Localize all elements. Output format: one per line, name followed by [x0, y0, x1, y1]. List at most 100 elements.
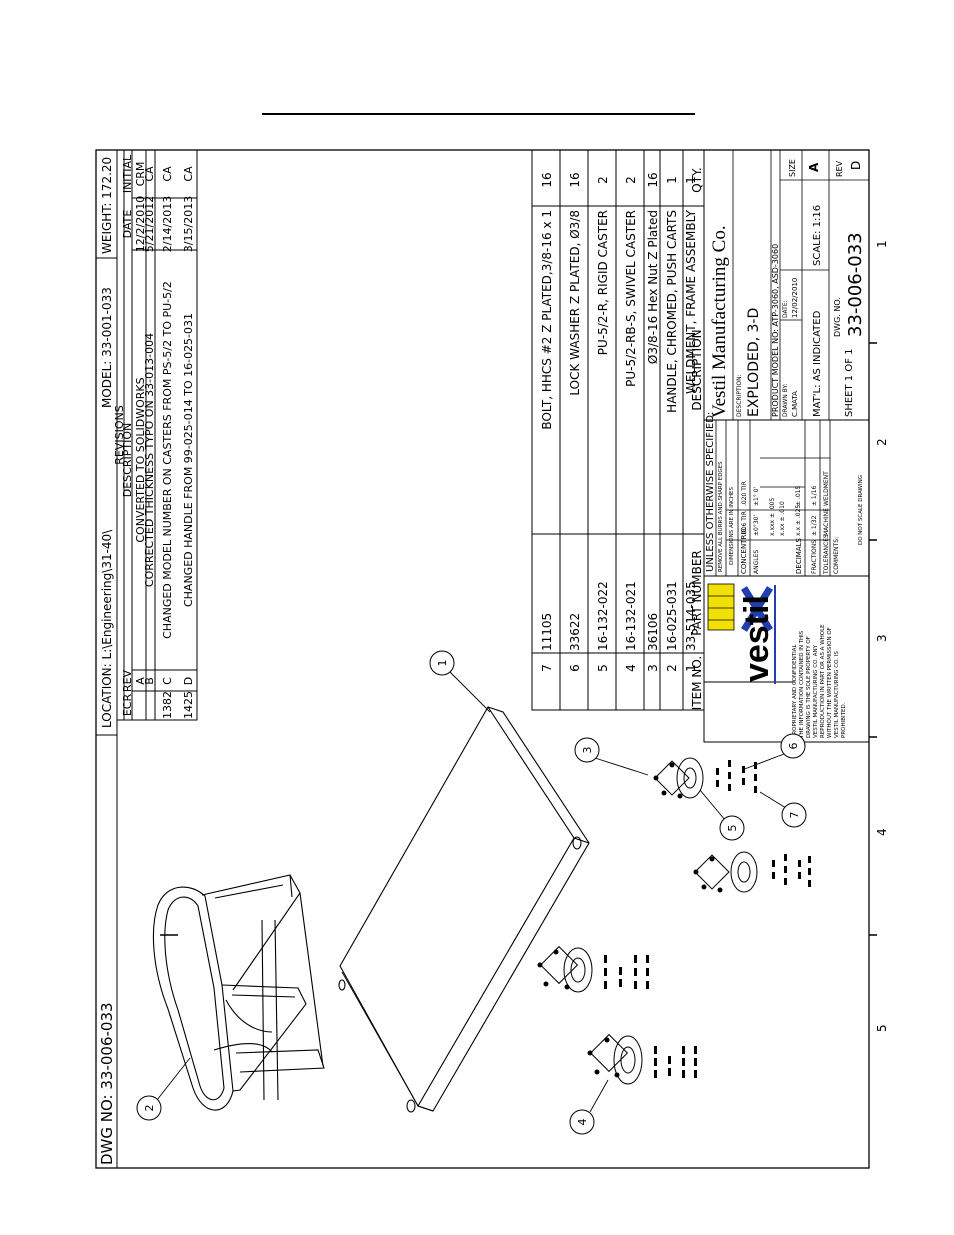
balloon-label: 4	[576, 1119, 589, 1126]
logo-text: vestil	[738, 595, 776, 682]
bom-row-item: 6	[568, 664, 582, 672]
bom-row-item: 5	[596, 664, 610, 672]
caster-hardware-upper	[604, 955, 649, 989]
bom-row-description: HANDLE, CHROMED, PUSH CARTS	[665, 210, 679, 413]
caster-swivel-upper	[537, 945, 593, 993]
material: MAT'L: AS INDICATED	[812, 310, 823, 417]
bom-table: ITEM NO. PART NUMBER DESCRIPTION QTY. 7 …	[531, 149, 705, 711]
bom-row-description: Ø3/8-16 Hex Nut Z Plated	[646, 210, 660, 364]
rev-row-d-desc: CHANGED HANDLE FROM 99-025-014 TO 16-025…	[182, 313, 195, 607]
revisions-title: REVISIONS	[113, 405, 126, 464]
proprietary-notice: PROPRIETARY AND CONFIDENTIAL THE INFORMA…	[792, 624, 847, 739]
tolerances-block: UNLESS OTHERWISE SPECIFIED: REMOVE ALL B…	[705, 412, 864, 576]
bom-row-item: 3	[646, 664, 660, 672]
bom-row-part: 33-514-035	[684, 581, 698, 651]
balloon-callouts: 1 2 3 4 5 6 7	[136, 650, 807, 1135]
bom-row-item: 1	[684, 664, 698, 672]
bom-row-part: 16-025-031	[665, 581, 679, 651]
svg-text:REPRODUCTION IN PART OR AS A W: REPRODUCTION IN PART OR AS A WHOLE	[820, 624, 826, 738]
product-model: PRODUCT MODEL NO: ATP-3060, ASD-3060	[771, 244, 780, 417]
balloon	[781, 802, 807, 828]
tolerances-label: TOLERANCES	[823, 534, 830, 575]
caster-rigid-lower	[693, 851, 758, 893]
push-handle	[152, 874, 325, 1111]
zone-label: 2	[875, 438, 889, 446]
caster-hardware-rigid-upper	[716, 760, 757, 793]
bom-header-qty: QTY.	[690, 167, 704, 193]
bom-row-part: 16-132-021	[624, 581, 638, 651]
svg-text:PROPRIETARY AND CONFIDENTIAL: PROPRIETARY AND CONFIDENTIAL	[792, 644, 798, 738]
weldment-label: WELDMENT	[823, 471, 830, 506]
bom-row-description: WELDMENT, FRAME ASSEMBLY	[684, 209, 698, 394]
sheet-count: SHEET 1 OF 1	[844, 349, 855, 418]
svg-text:VESTIL MANUFACTURING CO. ANY: VESTIL MANUFACTURING CO. ANY	[813, 644, 819, 738]
bom-row-part: 11105	[540, 613, 554, 651]
zone-label: 4	[875, 828, 889, 836]
rev-row-d-ecr: 1425	[182, 691, 195, 719]
bom-row-qty: 16	[568, 172, 582, 187]
bom-header-part: PART NUMBER	[690, 550, 704, 636]
logo-yellow-block	[707, 583, 735, 631]
rev-row-b-rev: B	[143, 677, 156, 685]
header-model: MODEL: 33-001-033	[100, 287, 114, 408]
balloon-label: 1	[436, 660, 449, 667]
svg-text:PROHIBITED.: PROHIBITED.	[841, 702, 847, 738]
bom-row-qty: 2	[624, 176, 638, 184]
rev-row-a-rev: A	[134, 677, 147, 685]
bom-row-part: 16-132-022	[596, 581, 610, 651]
balloon	[429, 650, 455, 676]
title-block: vestil PROPRIETARY AND CONFIDENTIAL THE …	[703, 149, 870, 743]
header-weight: WEIGHT: 172.20	[100, 157, 114, 254]
balloon	[719, 815, 745, 841]
balloon-label: 3	[581, 747, 594, 754]
rev-row-d-rev: D	[182, 677, 195, 685]
rev-row-d-initial: CA	[182, 166, 195, 182]
rev-col-description: DESCRIPTION	[121, 423, 134, 497]
decimal-3: x.x ± .025	[795, 505, 802, 536]
bom-row-qty: 16	[646, 172, 660, 187]
svg-text:VESTIL MANUFACTURING CO. IS: VESTIL MANUFACTURING CO. IS	[834, 651, 840, 738]
bom-row-qty: 2	[596, 176, 610, 184]
description-block: Vestil Manufacturing Co. DESCRIPTION: EX…	[709, 150, 869, 420]
svg-text:THE INFORMATION CONTAINED IN T: THE INFORMATION CONTAINED IN THIS	[799, 630, 805, 739]
angles-label: ANGLES	[753, 550, 760, 574]
balloon-label: 5	[726, 825, 739, 832]
balloon	[780, 733, 806, 759]
decimal-1: x.xxx ± .005	[769, 498, 776, 536]
scale: SCALE: 1:16	[812, 205, 823, 266]
balloon	[574, 737, 600, 763]
rev-value: D	[849, 161, 863, 170]
rev-row-c-rev: C	[161, 677, 174, 685]
rev-row-d-date: 3/15/2013	[182, 196, 195, 252]
revisions-table: REVISIONS ECR REV DESCRIPTION DATE INITI…	[113, 149, 198, 721]
bom-row-description: BOLT, HHCS #2 Z PLATED,3/8-16 x 1	[540, 210, 554, 430]
balloon	[569, 1109, 595, 1135]
fraction-2: ± 1/16	[811, 485, 818, 506]
concentric-label: CONCENTRIC	[740, 528, 748, 574]
svg-text:DRAWING IS THE SOLE PROPERTY O: DRAWING IS THE SOLE PROPERTY OF	[806, 636, 812, 738]
size-value: A	[807, 162, 821, 172]
balloon-label: 2	[143, 1105, 156, 1112]
rev-row-c-date: 2/14/2013	[161, 196, 174, 252]
machine-label: MACHINE	[823, 508, 830, 536]
bom-row-item: 2	[665, 664, 679, 672]
rev-row-b-date: 5/21/2012	[143, 196, 156, 252]
header-dwg-no: DWG NO: 33-006-033	[98, 1002, 116, 1165]
frame-weldment	[338, 705, 590, 1113]
balloon-label: 7	[788, 812, 801, 819]
decimal-2: x.xx ± .010	[779, 501, 786, 536]
logo-blue-x	[741, 586, 773, 632]
do-not-scale: DO NOT SCALE DRAWING	[858, 475, 864, 545]
rev-row-c-initial: CA	[161, 166, 174, 182]
bom-header-item: ITEM NO.	[690, 656, 704, 710]
fractions-label: FRACTIONS	[811, 540, 818, 574]
rev-col-initial: INITIAL	[121, 154, 134, 193]
rev-row-a-initial: CRM	[134, 162, 147, 187]
zone-label: 3	[875, 634, 889, 642]
remove-burrs: REMOVE ALL BURRS AND SHARP EDGES	[718, 461, 724, 572]
vestil-logo: vestil	[707, 583, 776, 684]
bom-row-item: 4	[624, 664, 638, 672]
caster-hardware-lower	[654, 1046, 697, 1078]
fraction-1: ± 1/32	[811, 515, 818, 536]
